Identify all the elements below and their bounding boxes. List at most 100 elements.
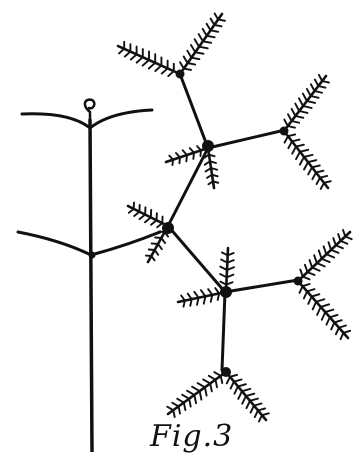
leaflet-tooth xyxy=(308,297,311,304)
leaflet-rib xyxy=(284,76,326,131)
leaflet-tooth xyxy=(331,250,338,253)
leaflet-tooth xyxy=(200,150,201,156)
leaflet-rib xyxy=(180,14,222,74)
leaflet-tooth xyxy=(119,49,124,54)
leaflet-tooth xyxy=(315,80,318,86)
rachis-to-lower-right-leaflet xyxy=(225,280,298,292)
leaflet-tooth xyxy=(311,96,319,98)
leaflet-tooth xyxy=(300,270,302,277)
leaflet-top-up xyxy=(180,13,225,74)
leaflet-tooth xyxy=(172,403,178,407)
leaflet-tooth xyxy=(203,379,210,383)
leaflet-tooth xyxy=(184,56,188,63)
leaflet-tooth xyxy=(168,71,174,76)
leaflet-tooth xyxy=(308,160,316,162)
leaflet-tooth xyxy=(336,245,343,248)
leaflet-tooth xyxy=(129,209,134,213)
leaflet-tooth xyxy=(296,145,304,147)
leaflet-tooth xyxy=(203,41,211,43)
leaflet-tooth xyxy=(304,162,308,169)
leaflet-tooth xyxy=(312,294,320,296)
leaflet-tooth xyxy=(304,155,313,157)
rachis-lower xyxy=(168,226,225,292)
leaflet-tooth xyxy=(324,181,331,183)
leaflet-tooth xyxy=(307,272,314,275)
leaflet-tooth xyxy=(210,383,212,391)
leaflet-tooth xyxy=(192,387,200,391)
leaflet-tooth xyxy=(137,57,143,62)
leaflet-tooth xyxy=(330,315,338,317)
leaflet-rib xyxy=(284,131,328,188)
leaflet-tooth xyxy=(303,284,310,286)
leaflet-tooth xyxy=(322,81,329,83)
leaflet-tooth xyxy=(215,380,217,388)
leaflet-rib xyxy=(298,281,348,338)
leaflet-tooth xyxy=(149,63,155,69)
leaflet-tooth xyxy=(184,69,191,70)
leaflet-tooth xyxy=(182,395,189,399)
leaflet-tooth xyxy=(333,238,336,245)
leaflet-base-left xyxy=(167,372,226,417)
leaflet-tooth xyxy=(262,413,269,415)
leaflet-tooth xyxy=(299,98,303,106)
leaflet-tooth xyxy=(325,310,333,312)
leaflet-tooth xyxy=(345,236,351,239)
leaflet-tooth xyxy=(258,408,265,410)
leaflet-tooth xyxy=(284,120,287,126)
leaflet-tooth xyxy=(311,84,315,91)
leaflet-tooth xyxy=(299,111,307,113)
lower-right-branch xyxy=(91,232,160,255)
pinnate-leaflets xyxy=(118,13,352,421)
leaflet-tooth xyxy=(179,157,180,163)
leaflet-tooth xyxy=(320,176,327,178)
leaflet-tooth xyxy=(314,255,317,263)
leaflet-tooth xyxy=(134,212,139,216)
upper-left-branch xyxy=(22,114,90,128)
leaflet-tooth xyxy=(303,94,307,101)
leaflet-tooth xyxy=(191,58,199,60)
lower-left-branch xyxy=(18,232,91,255)
leaflet-tooth xyxy=(292,109,296,116)
leaflet-tooth xyxy=(246,394,254,396)
leaflet-tooth xyxy=(207,24,211,31)
leaflet-tooth xyxy=(227,377,230,384)
leaflet-tooth xyxy=(194,395,196,403)
leaflet-tooth xyxy=(242,389,250,391)
leaflet-tooth xyxy=(201,290,205,296)
leaflet-tooth xyxy=(295,104,299,111)
leaflet-tooth xyxy=(200,391,202,400)
leaflet-tooth xyxy=(326,317,329,324)
leaflet-tooth xyxy=(238,384,246,386)
leaflet-tooth xyxy=(246,401,250,408)
leaflet-tooth xyxy=(184,403,186,411)
leaflet-tooth xyxy=(300,150,308,152)
leaflet-tooth xyxy=(215,13,219,19)
leaflet-tooth xyxy=(312,268,319,271)
leaflet-tooth xyxy=(221,376,222,383)
leaflet-tooth xyxy=(295,116,303,118)
leaflet-tooth xyxy=(317,263,325,266)
leaflet-rib xyxy=(168,372,226,414)
leaflet-tooth xyxy=(195,39,199,47)
leaflet-tooth xyxy=(180,62,184,68)
leaflet-tooth xyxy=(296,152,300,159)
leaflet-tooth xyxy=(167,407,173,410)
leaflet-rib xyxy=(298,232,350,281)
leaflet-tooth xyxy=(193,153,194,159)
leaflet-tooth xyxy=(343,230,345,237)
leaflet-tooth xyxy=(186,155,187,161)
leaflet-tooth xyxy=(305,265,308,272)
leaflet-tooth xyxy=(255,410,258,417)
leaflet-tooth xyxy=(184,301,185,307)
figure-caption: Fig.3 xyxy=(150,422,233,452)
leaflet-tooth xyxy=(288,134,295,136)
leaflet-tooth xyxy=(307,89,311,96)
leaflet-tooth xyxy=(318,86,325,88)
leaflet-tooth xyxy=(300,157,304,165)
leaflet-tooth xyxy=(292,147,296,154)
leaflet-tooth xyxy=(195,52,203,54)
leaflet-tooth xyxy=(242,396,246,404)
leaflet-tooth xyxy=(288,126,295,128)
leaflet-tooth xyxy=(214,372,220,376)
leaflet-tooth xyxy=(259,415,262,421)
